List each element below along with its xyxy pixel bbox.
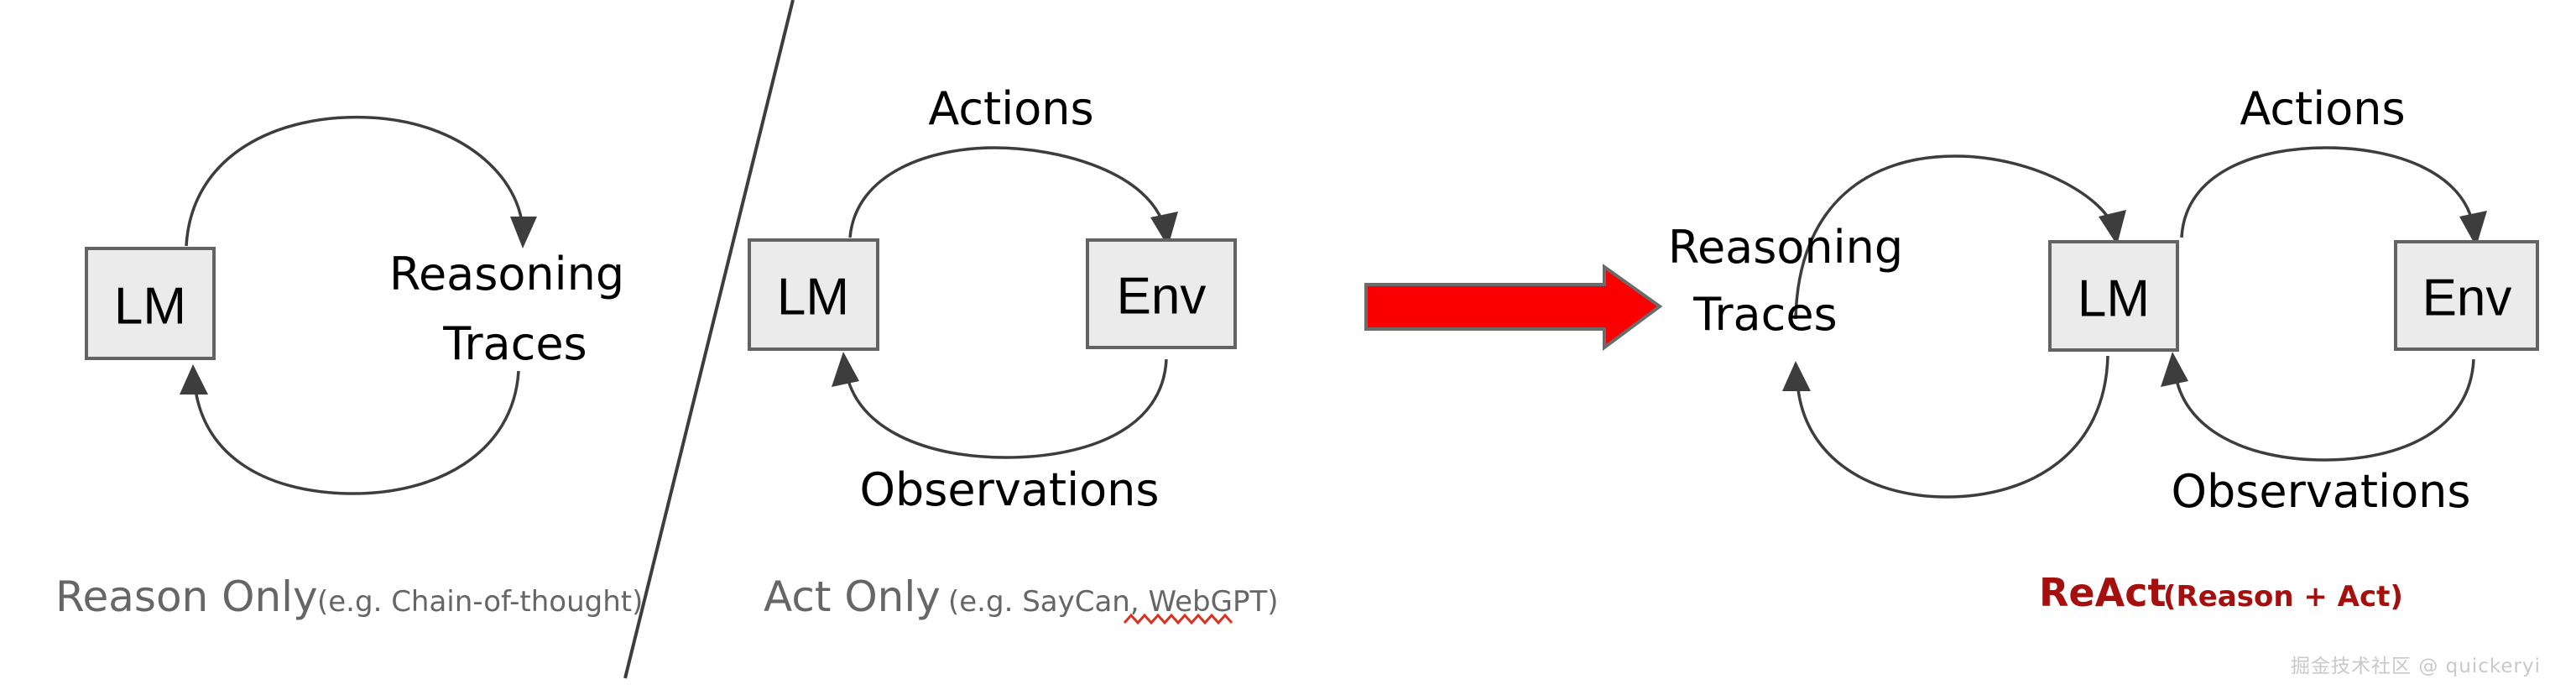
node-lm-react-label: LM bbox=[2078, 270, 2150, 328]
reasoning-loop-bottom-arrowhead-react bbox=[1782, 361, 1811, 391]
reasoning-traces-label-line2: Traces bbox=[442, 317, 587, 370]
observations-arc-react bbox=[2173, 358, 2475, 462]
observations-label-act-only: Observations bbox=[860, 463, 1160, 516]
actions-arrowhead-act-only bbox=[1150, 212, 1178, 247]
observations-arrowhead-react bbox=[2161, 352, 2188, 387]
reasoning-loop-top-arc bbox=[185, 115, 524, 247]
node-env-react-label: Env bbox=[2422, 269, 2512, 327]
reasoning-traces-label-react-line1: Reasoning bbox=[1668, 221, 1903, 274]
panel-react: Reasoning Traces Actions LM Env Observat… bbox=[1668, 82, 2539, 615]
panel-reason-only: LM Reasoning Traces Reason Only (e.g. Ch… bbox=[55, 115, 643, 621]
node-lm-reason-only-label: LM bbox=[114, 278, 186, 336]
caption-act-only-main: Act Only bbox=[764, 572, 941, 621]
actions-label-act-only: Actions bbox=[928, 82, 1093, 135]
reasoning-loop-bottom-arc bbox=[193, 370, 520, 495]
reasoning-loop-bottom-arc-react bbox=[1796, 355, 2109, 499]
watermark-label: 掘金技术社区 @ quickeryi bbox=[2291, 656, 2541, 677]
caption-reason-only-sub: (e.g. Chain-of-thought) bbox=[317, 585, 643, 619]
node-lm-reason-only[interactable] bbox=[85, 247, 216, 360]
actions-arrowhead-react bbox=[2459, 211, 2487, 247]
node-lm-act-only[interactable] bbox=[748, 238, 879, 351]
node-lm-act-only-label: LM bbox=[777, 269, 849, 327]
panel-divider-line bbox=[623, 0, 795, 679]
observations-arrowhead-act-only bbox=[832, 352, 859, 387]
spellcheck-squiggle-webgpt bbox=[1123, 613, 1233, 625]
caption-react-main: ReAct bbox=[2039, 570, 2166, 615]
reasoning-loop-top-arrowhead bbox=[510, 217, 537, 248]
observations-arc-act-only bbox=[844, 358, 1168, 459]
reasoning-traces-label-line1: Reasoning bbox=[389, 248, 624, 300]
observations-label-react: Observations bbox=[2172, 465, 2471, 518]
node-lm-react[interactable] bbox=[2048, 240, 2179, 352]
caption-reason-only-main: Reason Only bbox=[55, 572, 318, 621]
reasoning-loop-top-arrowhead-react bbox=[2099, 210, 2126, 245]
node-env-react[interactable] bbox=[2394, 240, 2539, 351]
caption-react-sub: (Reason + Act) bbox=[2163, 580, 2403, 614]
reasoning-loop-top-arc-react bbox=[1794, 154, 2115, 320]
reasoning-loop-bottom-arrowhead bbox=[180, 364, 208, 395]
actions-label-react: Actions bbox=[2240, 82, 2405, 135]
transition-arrow bbox=[1364, 264, 1663, 351]
reasoning-traces-label-react-line2: Traces bbox=[1692, 288, 1837, 341]
actions-arc-act-only bbox=[848, 146, 1166, 238]
node-env-act-only[interactable] bbox=[1086, 238, 1237, 349]
right-arrow-icon bbox=[1364, 264, 1663, 351]
caption-act-only-sub: (e.g. SayCan, WebGPT) bbox=[948, 585, 1278, 619]
actions-arc-react bbox=[2180, 146, 2475, 238]
node-env-act-only-label: Env bbox=[1117, 268, 1207, 326]
panel-act-only: Actions LM Env Observations Act Only (e.… bbox=[748, 82, 1278, 625]
